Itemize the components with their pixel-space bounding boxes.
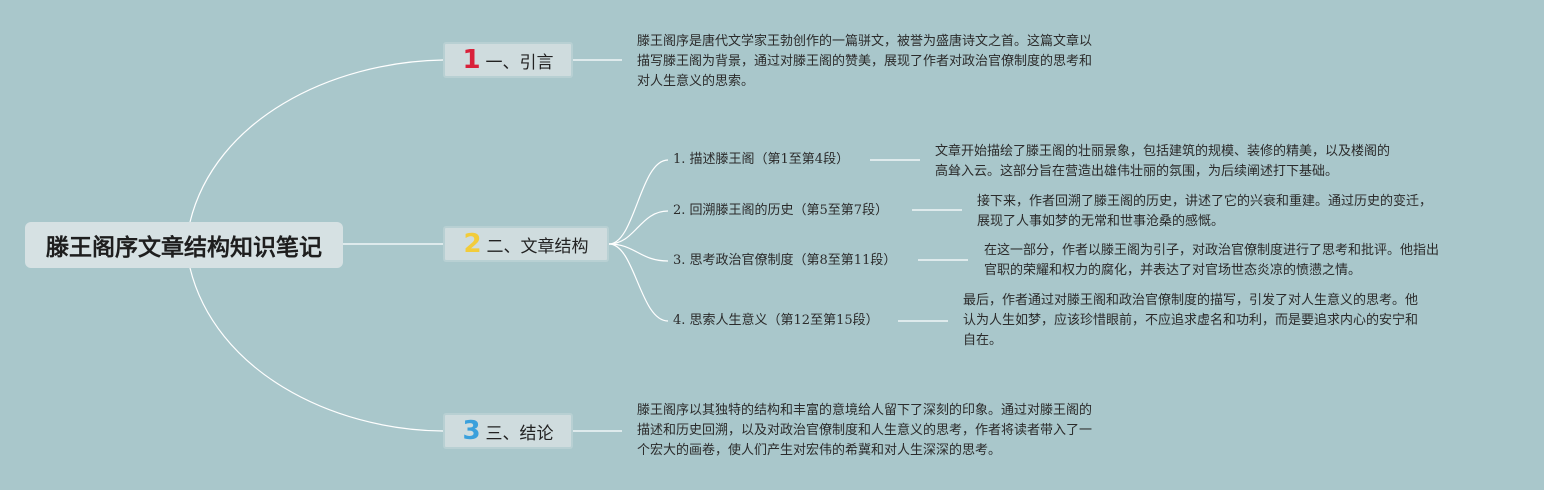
section-introduction[interactable]: 1 一、引言: [443, 42, 573, 78]
section-title: 二、文章结构: [486, 236, 589, 257]
section-title: 一、引言: [485, 52, 554, 73]
subtopic-1-label[interactable]: 1. 描述滕王阁（第1至第4段）: [673, 152, 850, 167]
subtopic-3-label[interactable]: 3. 思考政治官僚制度（第8至第11段）: [673, 253, 897, 268]
desc-line: 描写滕王阁为背景，通过对滕王阁的赞美，展现了作者对政治官僚制度的思考和: [637, 54, 1093, 69]
desc-line: 认为人生如梦，应该珍惜眼前，不应追求虚名和功利，而是要追求内心的安宁和: [963, 313, 1419, 328]
desc-line: 滕王阁序以其独特的结构和丰富的意境给人留下了深刻的印象。通过对滕王阁的: [637, 403, 1093, 418]
desc-line: 个宏大的画卷，使人们产生对宏伟的希冀和对人生深深的思考。: [637, 443, 1002, 458]
root-topic[interactable]: 滕王阁序文章结构知识笔记: [25, 222, 343, 268]
section-structure[interactable]: 2 二、文章结构: [443, 226, 609, 262]
connector-s2-item-1: [608, 159, 669, 245]
section-number-3: 3: [462, 416, 481, 446]
desc-line: 最后，作者通过对滕王阁和政治官僚制度的描写，引发了对人生意义的思考。他: [963, 293, 1419, 308]
desc-line: 接下来，作者回溯了滕王阁的历史，讲述了它的兴衰和重建。通过历史的变迁，: [977, 194, 1433, 209]
connector-s2-item-2: [608, 210, 669, 245]
connector-root-section-1: [189, 59, 444, 223]
section-title: 三、结论: [485, 423, 554, 444]
section-conclusion-description: 滕王阁序以其独特的结构和丰富的意境给人留下了深刻的印象。通过对滕王阁的 描述和历…: [637, 401, 1137, 461]
desc-line: 高耸入云。这部分旨在营造出雄伟壮丽的氛围，为后续阐述打下基础。: [935, 164, 1339, 179]
desc-line: 展现了人事如梦的无常和世事沧桑的感慨。: [977, 214, 1225, 229]
desc-line: 在这一部分，作者以滕王阁为引子，对政治官僚制度进行了思考和批评。他指出: [984, 243, 1440, 258]
connector-root-section-3: [189, 267, 444, 432]
subtopic-2-description: 接下来，作者回溯了滕王阁的历史，讲述了它的兴衰和重建。通过历史的变迁， 展现了人…: [977, 192, 1477, 232]
desc-line: 文章开始描绘了滕王阁的壮丽景象，包括建筑的规模、装修的精美，以及楼阁的: [935, 144, 1391, 159]
desc-line: 滕王阁序是唐代文学家王勃创作的一篇骈文，被誉为盛唐诗文之首。这篇文章以: [637, 34, 1093, 49]
section-conclusion[interactable]: 3 三、结论: [443, 413, 573, 449]
subtopic-1-description: 文章开始描绘了滕王阁的壮丽景象，包括建筑的规模、装修的精美，以及楼阁的 高耸入云…: [935, 142, 1435, 182]
connector-s2-item-3: [608, 243, 669, 262]
subtopic-3-description: 在这一部分，作者以滕王阁为引子，对政治官僚制度进行了思考和批评。他指出 官职的荣…: [984, 241, 1484, 281]
desc-line: 对人生意义的思索。: [637, 74, 755, 89]
connector-s2-item-4: [608, 243, 669, 322]
section-introduction-description: 滕王阁序是唐代文学家王勃创作的一篇骈文，被誉为盛唐诗文之首。这篇文章以 描写滕王…: [637, 32, 1137, 92]
section-number-1: 1: [462, 45, 481, 75]
subtopic-4-description: 最后，作者通过对滕王阁和政治官僚制度的描写，引发了对人生意义的思考。他 认为人生…: [963, 291, 1463, 351]
desc-line: 自在。: [963, 333, 1003, 348]
subtopic-2-label[interactable]: 2. 回溯滕王阁的历史（第5至第7段）: [673, 203, 889, 218]
subtopic-4-label[interactable]: 4. 思索人生意义（第12至第15段）: [673, 313, 879, 328]
desc-line: 描述和历史回溯，以及对政治官僚制度和人生意义的思考，作者将读者带入了一: [637, 423, 1093, 438]
root-title: 滕王阁序文章结构知识笔记: [46, 235, 322, 261]
desc-line: 官职的荣耀和权力的腐化，并表达了对官场世态炎凉的愤懑之情。: [984, 263, 1362, 278]
section-number-2: 2: [463, 229, 482, 259]
